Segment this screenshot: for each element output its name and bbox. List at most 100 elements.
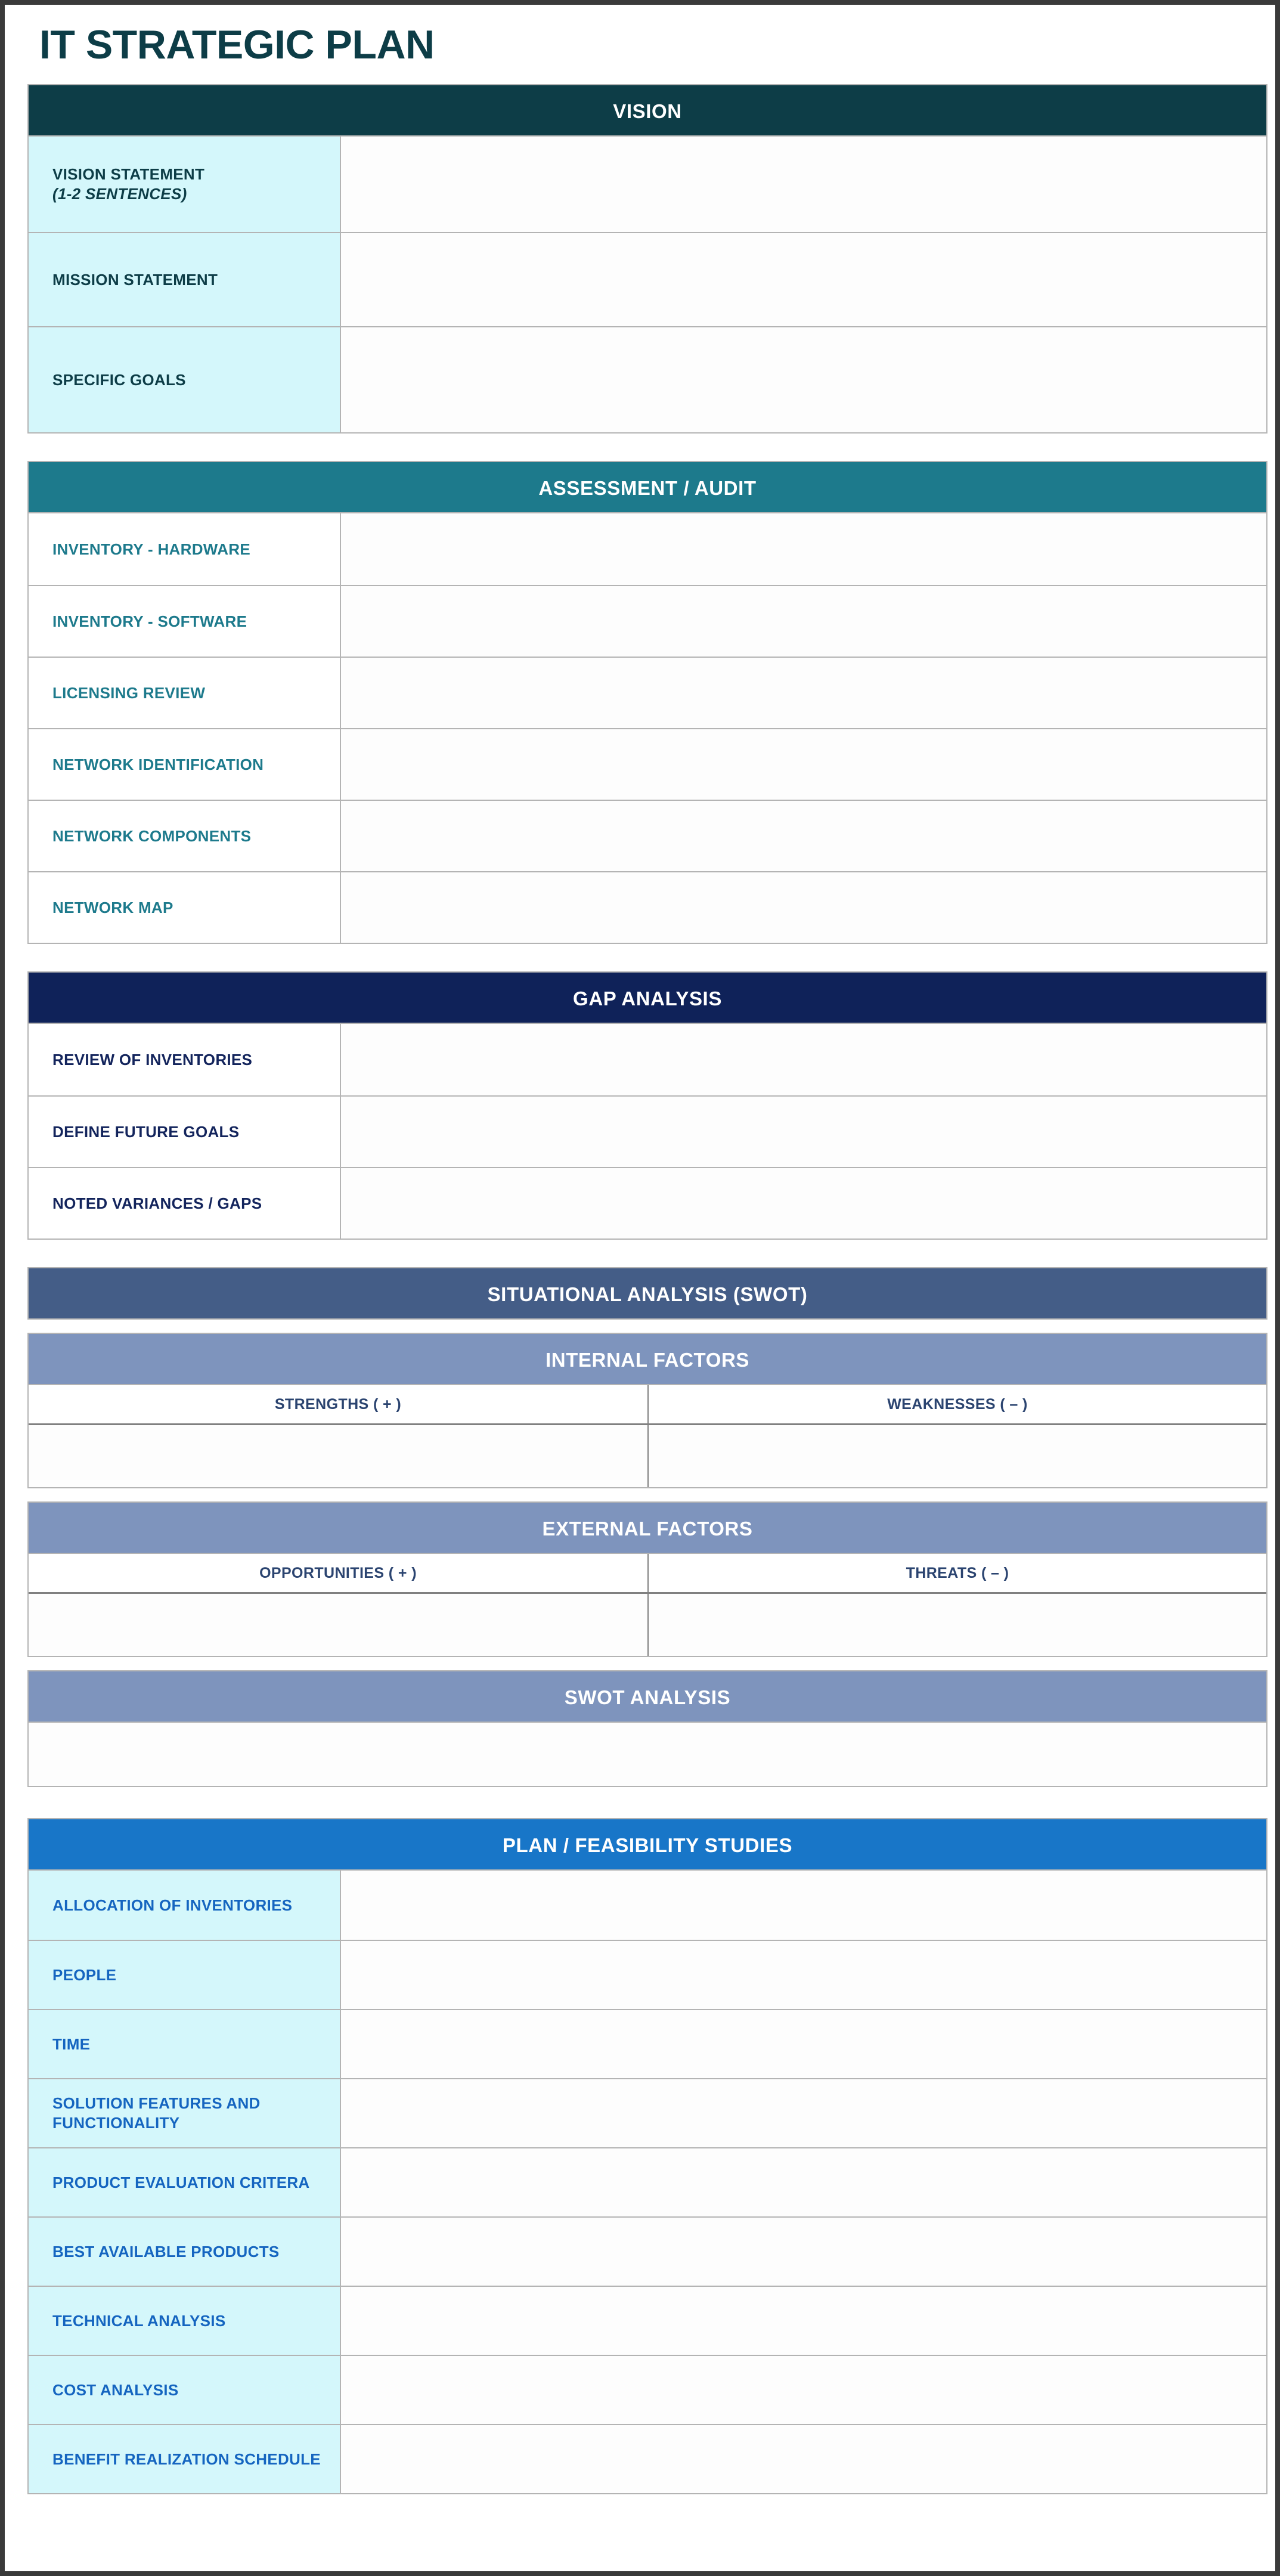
table-row: DEFINE FUTURE GOALS	[29, 1095, 1266, 1168]
swot-colhead-opportunities: OPPORTUNITIES ( + )	[29, 1554, 647, 1594]
section-heading-vision: VISION	[27, 84, 1267, 137]
swot-external-grid: OPPORTUNITIES ( + ) THREATS ( – )	[27, 1554, 1267, 1658]
table-row: MISSION STATEMENT	[29, 232, 1266, 327]
row-label-technical-analysis: TECHNICAL ANALYSIS	[29, 2287, 341, 2355]
swot-internal-factors: INTERNAL FACTORS STRENGTHS ( + ) WEAKNES…	[27, 1333, 1267, 1489]
section-situational-analysis-swot: SITUATIONAL ANALYSIS (SWOT) INTERNAL FAC…	[27, 1267, 1267, 1788]
swot-column-weaknesses: WEAKNESSES ( – )	[647, 1385, 1266, 1488]
table-row: COST ANALYSIS	[29, 2355, 1266, 2425]
row-value-technical-analysis[interactable]	[341, 2287, 1266, 2355]
swot-colhead-strengths: STRENGTHS ( + )	[29, 1385, 647, 1426]
swot-colbody-strengths[interactable]	[29, 1425, 647, 1488]
table-row: TECHNICAL ANALYSIS	[29, 2286, 1266, 2355]
row-value-network-identification[interactable]	[341, 729, 1266, 800]
row-value-inventory-hardware[interactable]	[341, 513, 1266, 586]
table-row: NETWORK IDENTIFICATION	[29, 728, 1266, 800]
row-label-time: TIME	[29, 2010, 341, 2079]
swot-column-threats: THREATS ( – )	[647, 1554, 1266, 1657]
row-value-network-map[interactable]	[341, 872, 1266, 943]
row-value-allocation-of-inventories[interactable]	[341, 1871, 1266, 1940]
gap-rows: REVIEW OF INVENTORIES DEFINE FUTURE GOAL…	[27, 1024, 1267, 1240]
table-row: BENEFIT REALIZATION SCHEDULE	[29, 2424, 1266, 2494]
section-heading-swot: SITUATIONAL ANALYSIS (SWOT)	[27, 1267, 1267, 1320]
swot-column-strengths: STRENGTHS ( + )	[29, 1385, 647, 1488]
section-heading-assessment: ASSESSMENT / AUDIT	[27, 461, 1267, 514]
section-vision: VISION VISION STATEMENT (1-2 SENTENCES) …	[27, 84, 1267, 434]
row-label-licensing-review: LICENSING REVIEW	[29, 658, 341, 729]
table-row: PEOPLE	[29, 1940, 1266, 2010]
row-label-mission-statement: MISSION STATEMENT	[29, 233, 341, 327]
table-row: SPECIFIC GOALS	[29, 326, 1266, 433]
row-value-vision-statement[interactable]	[341, 137, 1266, 233]
row-label-best-available-products: BEST AVAILABLE PRODUCTS	[29, 2218, 341, 2286]
row-value-inventory-software[interactable]	[341, 586, 1266, 657]
row-label-network-components: NETWORK COMPONENTS	[29, 801, 341, 872]
row-value-noted-variances-gaps[interactable]	[341, 1168, 1266, 1239]
row-label-review-of-inventories: REVIEW OF INVENTORIES	[29, 1024, 341, 1096]
row-value-network-components[interactable]	[341, 801, 1266, 872]
row-label-allocation-of-inventories: ALLOCATION OF INVENTORIES	[29, 1871, 341, 1940]
assessment-rows: INVENTORY - HARDWARE INVENTORY - SOFTWAR…	[27, 513, 1267, 945]
page-content: IT STRATEGIC PLAN VISION VISION STATEMEN…	[27, 5, 1267, 2522]
row-label-network-identification: NETWORK IDENTIFICATION	[29, 729, 341, 800]
row-label-cost-analysis: COST ANALYSIS	[29, 2356, 341, 2425]
plan-rows: ALLOCATION OF INVENTORIES PEOPLE TIME SO…	[27, 1871, 1267, 2495]
row-value-review-of-inventories[interactable]	[341, 1024, 1266, 1096]
swot-colbody-threats[interactable]	[649, 1594, 1266, 1657]
table-row: SOLUTION FEATURES AND FUNCTIONALITY	[29, 2078, 1266, 2148]
table-row: LICENSING REVIEW	[29, 657, 1266, 729]
row-value-solution-features-and-functionality[interactable]	[341, 2079, 1266, 2148]
row-label-define-future-goals: DEFINE FUTURE GOALS	[29, 1097, 341, 1168]
table-row: VISION STATEMENT (1-2 SENTENCES)	[29, 137, 1266, 233]
table-row: PRODUCT EVALUATION CRITERA	[29, 2147, 1266, 2217]
row-value-specific-goals[interactable]	[341, 327, 1266, 433]
section-plan-feasibility-studies: PLAN / FEASIBILITY STUDIES ALLOCATION OF…	[27, 1818, 1267, 2495]
table-row: INVENTORY - HARDWARE	[29, 513, 1266, 586]
row-value-benefit-realization-schedule[interactable]	[341, 2425, 1266, 2494]
row-label-network-map: NETWORK MAP	[29, 872, 341, 943]
label-text: VISION STATEMENT	[52, 165, 205, 184]
table-row: NETWORK COMPONENTS	[29, 800, 1266, 872]
row-label-noted-variances-gaps: NOTED VARIANCES / GAPS	[29, 1168, 341, 1239]
swot-analysis-block: SWOT ANALYSIS	[27, 1670, 1267, 1788]
row-value-licensing-review[interactable]	[341, 658, 1266, 729]
table-row: REVIEW OF INVENTORIES	[29, 1024, 1266, 1096]
table-row: NOTED VARIANCES / GAPS	[29, 1167, 1266, 1239]
section-gap-analysis: GAP ANALYSIS REVIEW OF INVENTORIES DEFIN…	[27, 971, 1267, 1240]
row-label-product-evaluation-critera: PRODUCT EVALUATION CRITERA	[29, 2148, 341, 2217]
row-value-best-available-products[interactable]	[341, 2218, 1266, 2286]
swot-subheading-analysis: SWOT ANALYSIS	[27, 1670, 1267, 1723]
section-assessment-audit: ASSESSMENT / AUDIT INVENTORY - HARDWARE …	[27, 461, 1267, 945]
swot-analysis-value[interactable]	[27, 1723, 1267, 1788]
row-label-benefit-realization-schedule: BENEFIT REALIZATION SCHEDULE	[29, 2425, 341, 2494]
table-row: ALLOCATION OF INVENTORIES	[29, 1871, 1266, 1940]
table-row: TIME	[29, 2009, 1266, 2079]
swot-subheading-external: EXTERNAL FACTORS	[27, 1501, 1267, 1555]
row-label-solution-features-and-functionality: SOLUTION FEATURES AND FUNCTIONALITY	[29, 2079, 341, 2148]
table-row: NETWORK MAP	[29, 871, 1266, 943]
table-row: INVENTORY - SOFTWARE	[29, 585, 1266, 657]
row-label-people: PEOPLE	[29, 1941, 341, 2010]
swot-colbody-opportunities[interactable]	[29, 1594, 647, 1657]
swot-colhead-threats: THREATS ( – )	[649, 1554, 1266, 1594]
row-value-product-evaluation-critera[interactable]	[341, 2148, 1266, 2217]
row-value-define-future-goals[interactable]	[341, 1097, 1266, 1168]
row-label-specific-goals: SPECIFIC GOALS	[29, 327, 341, 433]
row-label-inventory-software: INVENTORY - SOFTWARE	[29, 586, 341, 657]
row-value-time[interactable]	[341, 2010, 1266, 2079]
page-title: IT STRATEGIC PLAN	[39, 22, 435, 67]
row-value-cost-analysis[interactable]	[341, 2356, 1266, 2425]
swot-subheading-internal: INTERNAL FACTORS	[27, 1333, 1267, 1386]
row-label-inventory-hardware: INVENTORY - HARDWARE	[29, 513, 341, 586]
row-label-vision-statement: VISION STATEMENT (1-2 SENTENCES)	[29, 137, 341, 233]
vision-rows: VISION STATEMENT (1-2 SENTENCES) MISSION…	[27, 137, 1267, 434]
swot-column-opportunities: OPPORTUNITIES ( + )	[29, 1554, 647, 1657]
section-heading-plan: PLAN / FEASIBILITY STUDIES	[27, 1818, 1267, 1871]
row-value-people[interactable]	[341, 1941, 1266, 2010]
swot-colhead-weaknesses: WEAKNESSES ( – )	[649, 1385, 1266, 1426]
table-row: BEST AVAILABLE PRODUCTS	[29, 2216, 1266, 2286]
swot-colbody-weaknesses[interactable]	[649, 1425, 1266, 1488]
row-value-mission-statement[interactable]	[341, 233, 1266, 327]
swot-external-factors: EXTERNAL FACTORS OPPORTUNITIES ( + ) THR…	[27, 1501, 1267, 1658]
